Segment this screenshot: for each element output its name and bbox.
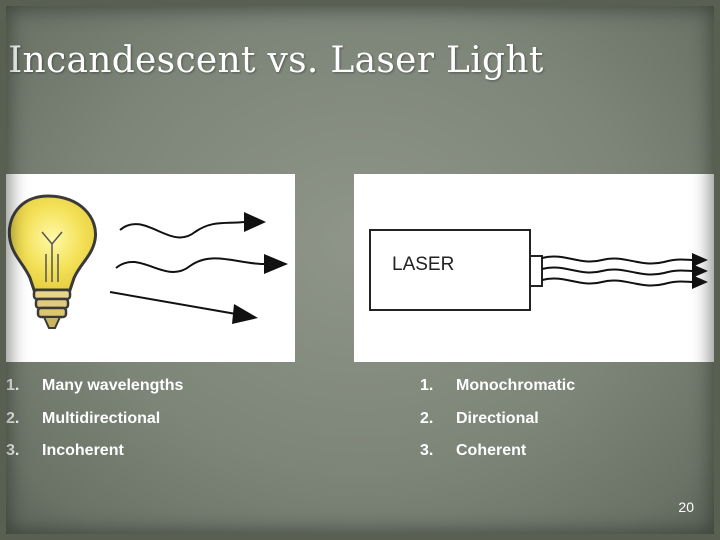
- coherent-beams: [541, 253, 708, 289]
- list-number: 2.: [6, 409, 20, 427]
- list-item: 2. Directional: [420, 403, 575, 436]
- list-number: 3.: [6, 442, 20, 460]
- list-text: Directional: [456, 409, 539, 427]
- list-number: 1.: [6, 377, 20, 395]
- incandescent-list: 1. Many wavelengths 2. Multidirectional …: [6, 370, 183, 468]
- list-item: 1. Monochromatic: [420, 370, 575, 403]
- list-text: Coherent: [456, 442, 527, 460]
- wave-arrow-top: [119, 212, 266, 239]
- page-number: 20: [678, 499, 694, 515]
- laser-illustration: [369, 229, 708, 311]
- list-text: Multidirectional: [42, 409, 161, 427]
- list-item: 2. Multidirectional: [6, 403, 183, 436]
- incandescent-illustration: [7, 194, 288, 329]
- laser-box: [369, 229, 531, 311]
- wave-arrow-middle: [115, 254, 288, 274]
- list-item: 3. Incoherent: [6, 435, 183, 468]
- list-number: 2.: [420, 409, 434, 427]
- list-number: 1.: [420, 377, 434, 395]
- laser-image: LASER: [354, 174, 720, 362]
- list-text: Monochromatic: [456, 377, 576, 395]
- list-text: Incoherent: [42, 442, 124, 460]
- list-text: Many wavelengths: [42, 377, 184, 395]
- light-bulb-icon: [7, 194, 98, 329]
- laser-list: 1. Monochromatic 2. Directional 3. Coher…: [420, 370, 575, 468]
- list-item: 1. Many wavelengths: [6, 370, 183, 403]
- list-item: 3. Coherent: [420, 435, 575, 468]
- slide-title: Incandescent vs. Laser Light: [8, 40, 544, 81]
- comparison-lists: 1. Many wavelengths 2. Multidirectional …: [0, 362, 720, 462]
- laser-label: LASER: [392, 254, 455, 275]
- straight-arrow-bottom: [109, 291, 258, 324]
- list-number: 3.: [420, 442, 434, 460]
- incandescent-image: [0, 174, 295, 362]
- laser-aperture: [529, 255, 543, 287]
